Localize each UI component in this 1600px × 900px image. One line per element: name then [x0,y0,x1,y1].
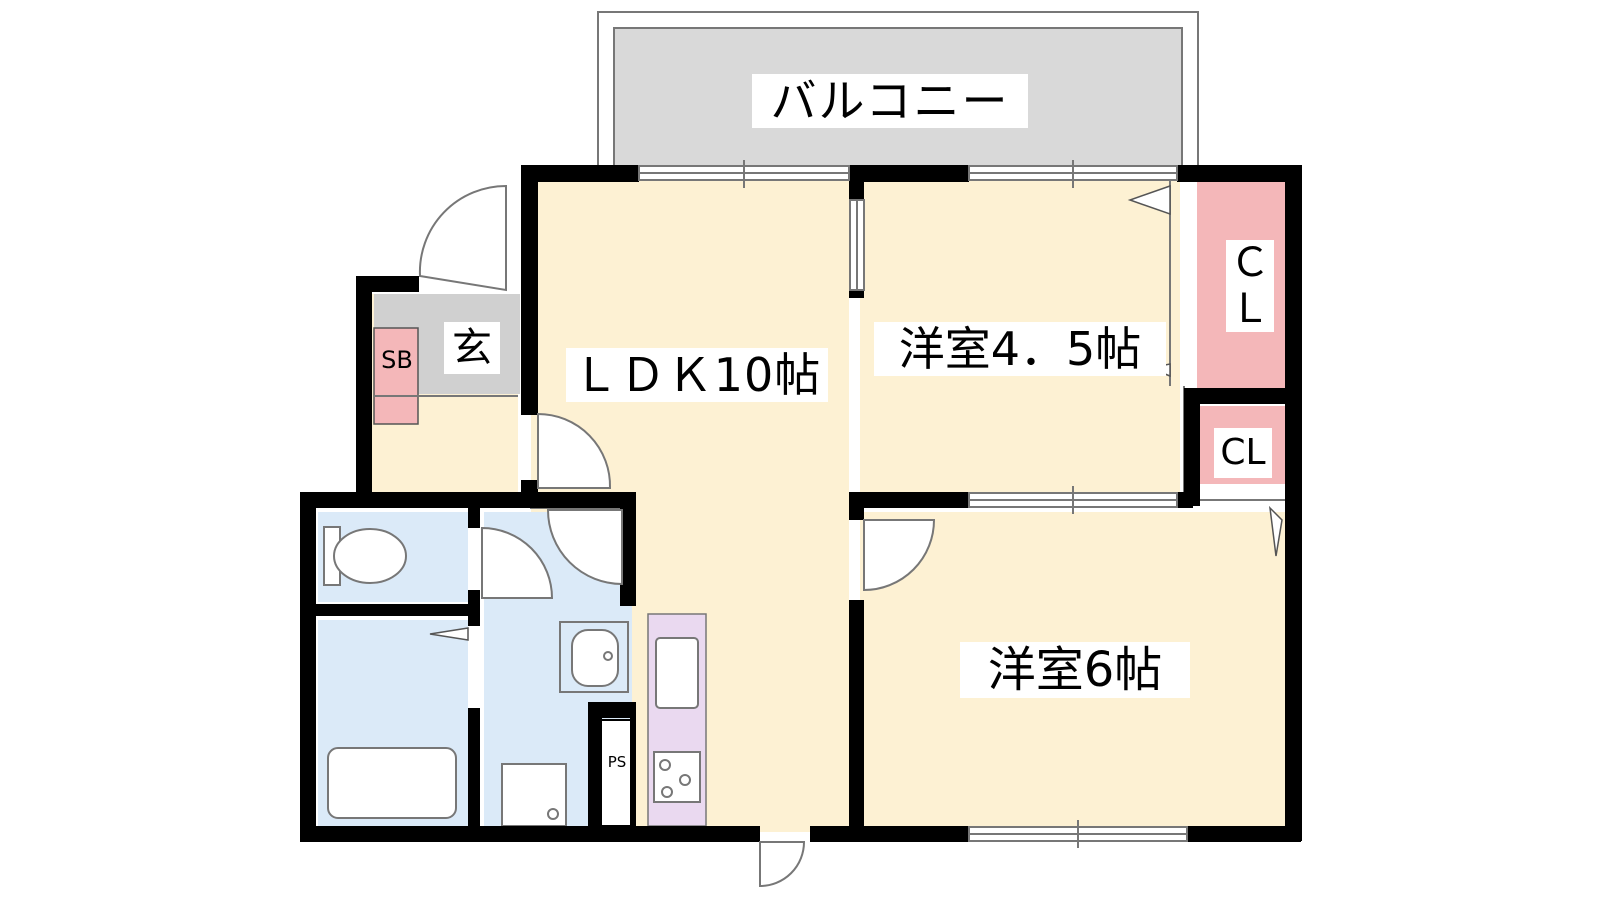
ldk-label: ＬＤＫ10帖 [566,348,828,402]
western-room-6-label: 洋室6帖 [960,642,1190,698]
pipe-space-label: PS [607,753,627,771]
washbasin-icon [559,621,629,693]
door-swings [418,184,936,888]
walls [300,165,1302,842]
balcony-label: バルコニー [752,74,1028,128]
sink-icon [655,637,699,709]
entrance-label: 玄 [444,322,500,374]
shoe-box-label: SB [381,346,413,374]
windows [638,160,1188,848]
washing-machine-space [501,763,567,827]
toilet-icon [323,526,407,586]
fixtures [323,526,701,827]
entrance-door [418,184,507,292]
stove-icon [653,751,701,803]
balcony [597,11,1199,169]
western-room-4-5-label: 洋室4．5帖 [874,322,1166,376]
closet-small-label: CL [1214,428,1272,478]
western-6-door [863,519,936,592]
ldk-entrance-door [537,412,612,489]
bathtub-icon [327,747,457,819]
washroom-door [546,509,623,586]
shoe-box [373,327,419,425]
toilet-door [481,526,554,599]
closet-top-label: ＣＬ [1226,240,1274,332]
bottom-door [759,841,806,888]
